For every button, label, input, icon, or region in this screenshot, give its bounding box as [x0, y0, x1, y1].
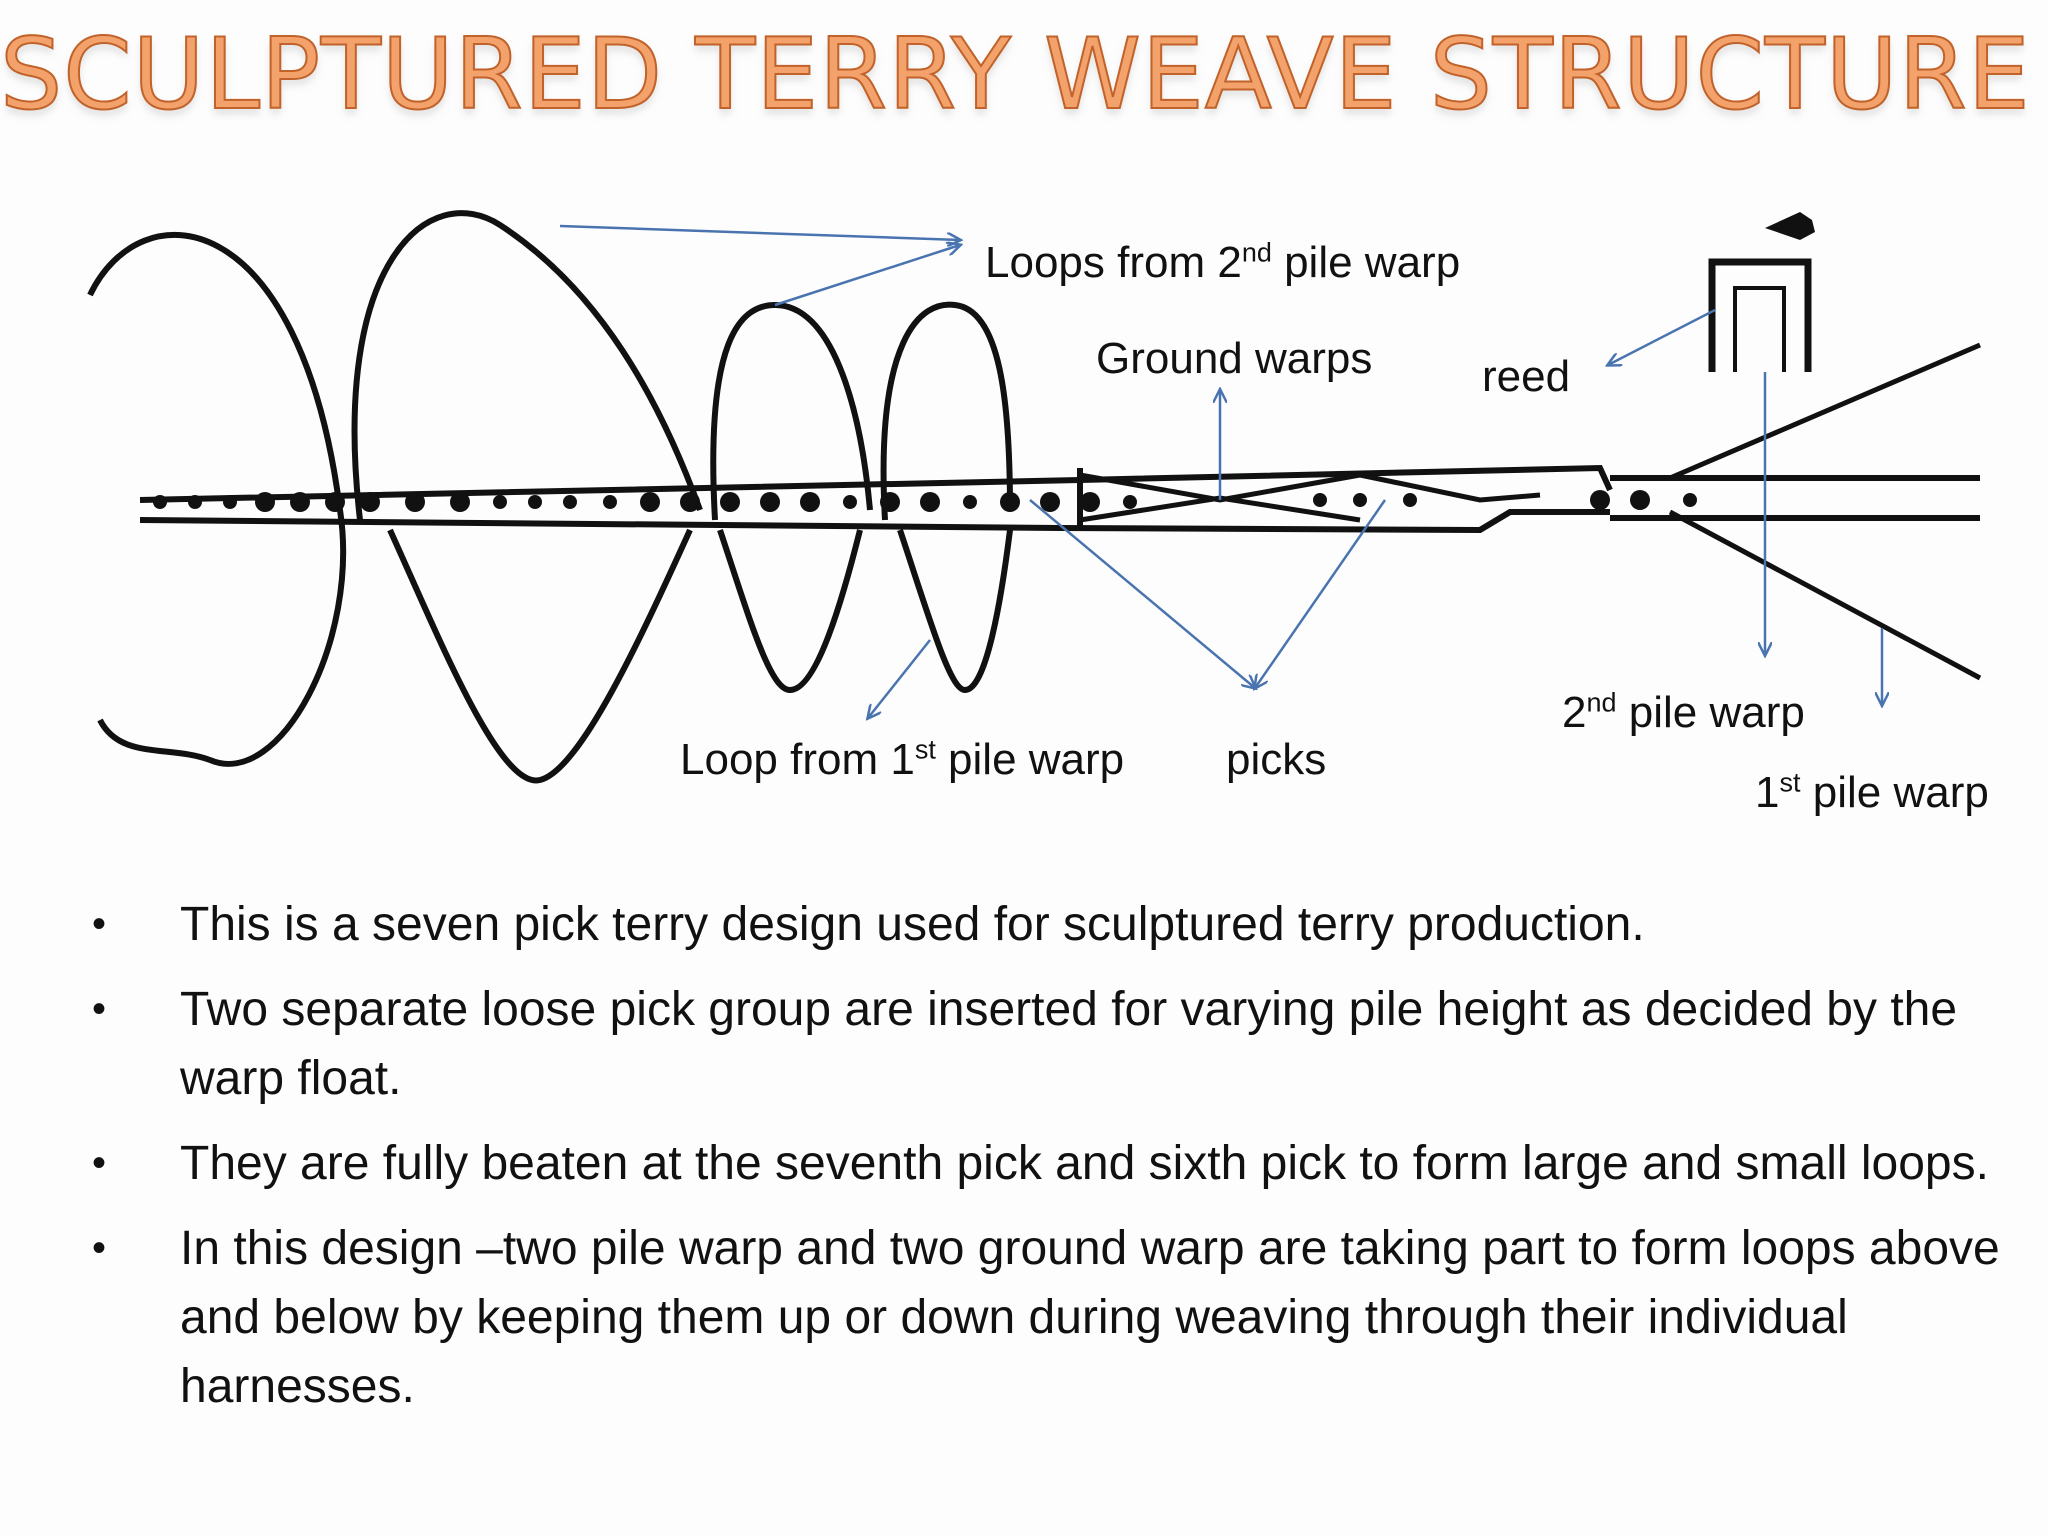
label-picks: picks: [1226, 735, 1327, 784]
bullet-text: This is a seven pick terry design used f…: [180, 898, 1645, 951]
bullet-dot-icon: •: [92, 1141, 107, 1185]
label-loops-2nd-pile-warp: Loops from 2nd pile warp: [985, 237, 1461, 287]
terry-weave-diagram: [87, 210, 1982, 784]
label-loop-1st-pile-warp: Loop from 1st pile warp: [680, 734, 1125, 784]
arrow-icon: [1255, 499, 1387, 688]
bullet-item: • They are fully beaten at the seventh p…: [92, 1129, 2002, 1198]
arrow-icon: [1029, 499, 1255, 688]
label-reed: reed: [1482, 352, 1571, 401]
bullet-text: They are fully beaten at the seventh pic…: [180, 1137, 1989, 1190]
bullet-item: • Two separate loose pick group are inse…: [92, 975, 2002, 1113]
slide-title: SCULPTURED TERRY WEAVE STRUCTURE: [0, 17, 2031, 133]
bullet-item: • This is a seven pick terry design used…: [92, 890, 2002, 959]
arrow-icon: [868, 639, 931, 718]
picks-dots: [153, 490, 1697, 512]
bullet-item: • In this design –two pile warp and two …: [92, 1214, 2002, 1421]
ground-warp-crossing: [1079, 472, 1541, 523]
label-1st-pile-warp: 1st pile warp: [1755, 767, 1989, 817]
bullet-text: Two separate loose pick group are insert…: [180, 983, 1958, 1105]
beat-up-arrow-icon: [1765, 212, 1815, 240]
label-ground-warps: Ground warps: [1096, 334, 1373, 383]
pile-loops: [87, 210, 1013, 784]
bullet-dot-icon: •: [92, 1226, 107, 1270]
arrow-icon: [559, 224, 960, 240]
arrow-icon: [1608, 308, 1716, 365]
label-2nd-pile-warp: 2nd pile warp: [1562, 687, 1805, 737]
reed-icon: [1708, 258, 1812, 372]
bullet-text: In this design –two pile warp and two gr…: [180, 1222, 2000, 1413]
bullet-dot-icon: •: [92, 902, 107, 946]
arrow-icon: [774, 245, 960, 307]
pile-warp-lines: [1668, 342, 1982, 681]
bullet-list: • This is a seven pick terry design used…: [92, 890, 2002, 1437]
leader-arrows: [559, 224, 1882, 718]
bullet-dot-icon: •: [92, 987, 107, 1031]
